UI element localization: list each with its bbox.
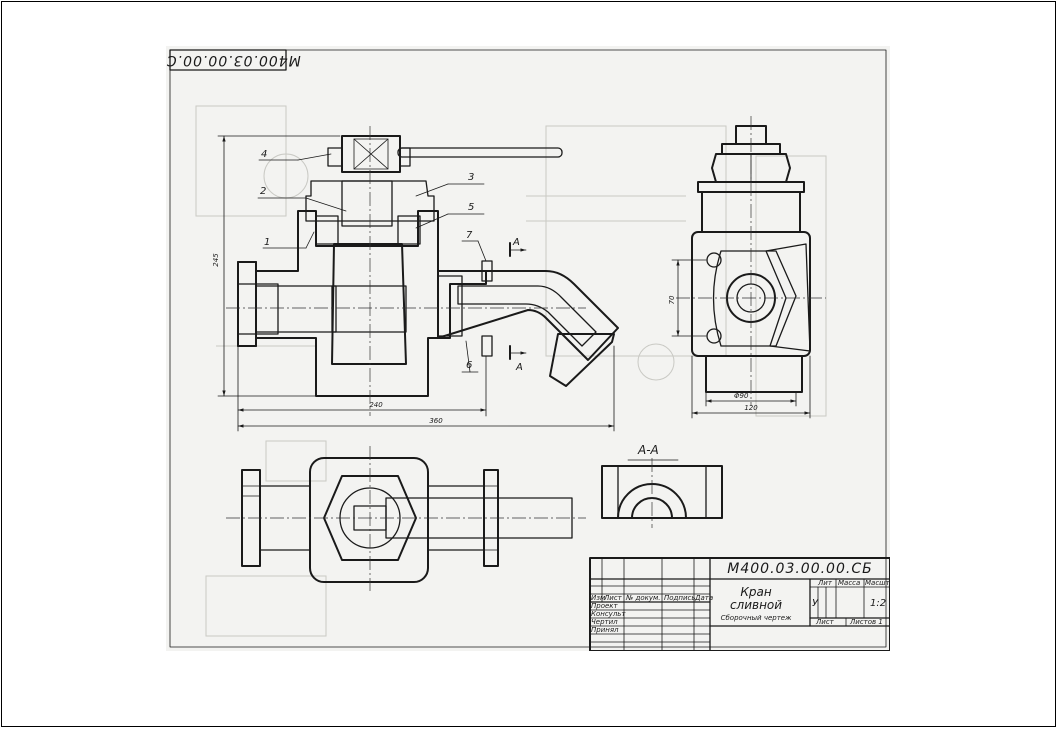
tb-row-proekt: Проект xyxy=(591,602,619,610)
tb-lit-value: У xyxy=(812,598,819,609)
tb-row-prinyal: Принял xyxy=(591,626,619,634)
section-a-a: А-А xyxy=(601,443,723,528)
drawing-sheet: М400.03.00.00.СБ xyxy=(166,46,890,651)
tb-col-doc: № докум. xyxy=(625,594,661,602)
side-view: 70 Φ90 120 xyxy=(668,116,826,419)
section-marks: А А xyxy=(509,237,527,373)
dim-70: 70 xyxy=(668,295,676,304)
tb-doc-type: Сборочный чертеж xyxy=(721,614,792,622)
part-number-6: 6 xyxy=(466,360,472,371)
front-dimensions: 245 240 360 xyxy=(212,135,615,432)
assembly-drawing: М400.03.00.00.СБ xyxy=(166,49,890,651)
tb-col-date: Дата xyxy=(694,594,713,602)
tb-scale-header: Масштаб xyxy=(865,579,890,587)
dim-245: 245 xyxy=(212,253,220,267)
corner-code: М400.03.00.00.СБ xyxy=(166,52,301,68)
tb-scale-value: 1:2 xyxy=(870,598,886,609)
part-number-5: 5 xyxy=(468,202,474,213)
part-number-3: 3 xyxy=(468,172,474,183)
corner-code-box: М400.03.00.00.СБ xyxy=(166,49,301,71)
valve-body xyxy=(237,210,487,397)
tb-col-izm: Изм xyxy=(591,594,606,602)
section-mark-top: А xyxy=(512,237,520,248)
front-section-view xyxy=(226,126,619,416)
part-number-1: 1 xyxy=(264,237,270,248)
tb-row-chertil: Чертил xyxy=(591,618,618,626)
dim-120: 120 xyxy=(744,404,758,412)
part-number-4: 4 xyxy=(261,149,267,160)
tb-lit-header: Лит xyxy=(817,579,833,587)
section-title: А-А xyxy=(637,443,659,457)
dim-360: 360 xyxy=(429,417,443,425)
dim-dia-90: Φ90 xyxy=(734,392,749,400)
valve-plug xyxy=(331,243,407,365)
part-number-7: 7 xyxy=(466,230,473,241)
tb-code: М400.03.00.00.СБ xyxy=(727,561,872,577)
outlet-pipe xyxy=(437,270,619,361)
tb-name-line2: сливной xyxy=(730,598,782,612)
ghost-lines xyxy=(195,105,827,637)
title-block: Изм Лист № докум. Подпись Дата Проект Ко… xyxy=(589,557,890,651)
part-number-2: 2 xyxy=(260,186,266,197)
tb-col-sign: Подпись xyxy=(664,594,696,602)
top-view xyxy=(226,446,586,591)
tb-row-konsult: Консульт xyxy=(591,610,626,618)
part-callouts: 4 2 1 3 5 7 6 xyxy=(257,149,487,373)
dim-240: 240 xyxy=(369,401,383,409)
inner-border xyxy=(169,49,887,648)
section-mark-bottom: А xyxy=(515,362,523,373)
tb-col-list: Лист xyxy=(603,594,623,602)
handle xyxy=(397,147,563,158)
tb-mass-header: Масса xyxy=(838,579,860,587)
tb-sheet-label: Лист xyxy=(815,618,835,626)
tb-name-line1: Кран xyxy=(740,585,771,599)
tb-sheets-label: Листов 1 xyxy=(849,618,883,626)
